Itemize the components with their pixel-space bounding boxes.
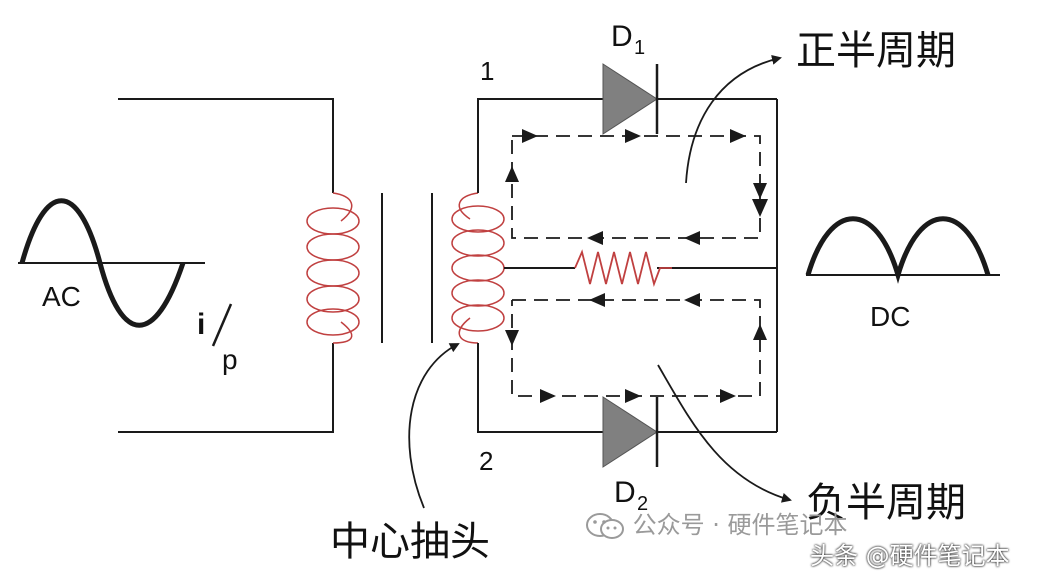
path-arrows <box>505 129 768 403</box>
diode-d1 <box>602 63 659 135</box>
wechat-watermark: 公众号 · 硬件笔记本 <box>585 505 848 540</box>
d1-subscript: 1 <box>634 37 645 59</box>
dc-label: DC <box>870 301 910 332</box>
wechat-icon <box>585 512 625 540</box>
negative-half-arrow <box>657 364 792 503</box>
d2-letter: D <box>614 476 636 509</box>
d2-label: D 2 <box>614 476 648 515</box>
wechat-watermark-text: 公众号 · 硬件笔记本 <box>632 511 848 539</box>
transformer-core <box>381 193 433 343</box>
node-2-label: 2 <box>479 446 493 476</box>
node-1-label: 1 <box>480 56 494 86</box>
toutiao-watermark: 头条 @硬件笔记本 <box>810 542 1010 570</box>
primary-coil <box>306 192 360 344</box>
dc-waveform <box>805 216 1000 284</box>
current-path-upper <box>511 135 761 239</box>
positive-half-label: 正半周期 <box>796 28 956 74</box>
input-label: i p <box>197 303 238 375</box>
diode-d2 <box>602 396 659 468</box>
positive-half-arrow <box>685 54 782 184</box>
d1-letter: D <box>611 20 633 53</box>
primary-wires <box>118 98 334 433</box>
center-tap-arrow <box>408 343 460 509</box>
input-p-label: p <box>222 344 238 375</box>
input-i-label: i <box>197 308 205 341</box>
load-resistor <box>574 249 672 288</box>
current-path-lower <box>511 299 761 397</box>
ac-label: AC <box>42 281 81 312</box>
ac-waveform <box>18 198 205 328</box>
secondary-coil <box>451 192 505 344</box>
center-tap-label: 中心抽头 <box>330 519 490 565</box>
d2-subscript: 2 <box>637 493 648 515</box>
negative-half-label: 负半周期 <box>806 480 966 526</box>
d1-label: D 1 <box>611 20 645 59</box>
